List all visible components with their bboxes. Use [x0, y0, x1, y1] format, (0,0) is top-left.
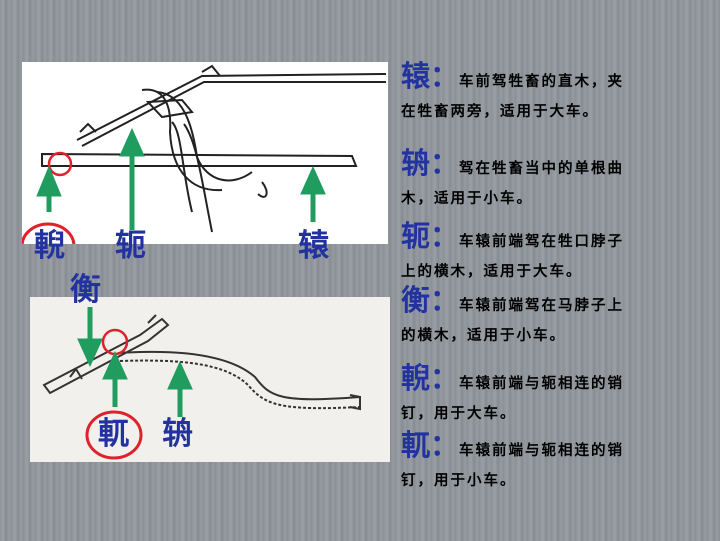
arrow-to-e: [119, 127, 145, 157]
definition-zhou: 辀：驾在牲畜当中的单根曲 木，适用于小车。: [401, 149, 716, 214]
ni-label-highlight: [22, 222, 76, 244]
ni-peg-highlight: [47, 151, 73, 177]
definition-desc-line1: 车前驾牲畜的直木，夹: [459, 74, 625, 90]
definition-term: 辕：: [401, 59, 460, 93]
definition-ni: 輗：车辕前端与轭相连的销 钉，用于大车。: [401, 364, 716, 429]
label-ni: 輗: [34, 228, 65, 264]
definition-desc-line2: 木，适用于小车。: [401, 191, 533, 207]
definition-desc-line1: 车辕前端驾在牲口脖子: [459, 234, 625, 250]
definition-desc-line2: 的横木，适用于小车。: [401, 328, 566, 344]
label-e: 轭: [115, 228, 146, 264]
definition-desc-line1: 驾在牲畜当中的单根曲: [459, 161, 625, 177]
definition-term: 輗：: [401, 361, 460, 395]
definition-yuan: 辕：车前驾牲畜的直木，夹 在牲畜两旁，适用于大车。: [401, 62, 716, 127]
definition-desc-line1: 车辕前端驾在马脖子上: [459, 298, 625, 314]
definition-term: 辀：: [401, 146, 460, 180]
definition-term: 軏：: [401, 428, 460, 462]
label-heng: 衡: [70, 272, 101, 308]
arrow-to-yuan: [300, 165, 326, 195]
definition-desc-line1: 车辕前端与轭相连的销: [459, 376, 625, 392]
big-cart-illustration: [22, 62, 388, 244]
label-zhou: 辀: [162, 416, 193, 452]
arrow-to-zhou: [167, 360, 193, 390]
yue-label-highlight: [85, 410, 143, 460]
arrow-to-yue: [102, 350, 128, 380]
definition-desc-line1: 车辕前端与轭相连的销: [459, 443, 625, 459]
yue-peg-highlight: [101, 328, 129, 356]
definition-desc-line2: 钉，用于小车。: [401, 473, 517, 489]
definition-e: 轭：车辕前端驾在牲口脖子 上的横木，适用于大车。: [401, 222, 716, 287]
definition-heng: 衡：车辕前端驾在马脖子上 的横木，适用于小车。: [401, 286, 716, 351]
small-cart-sketch: [42, 307, 361, 460]
small-cart-illustration: [30, 297, 390, 462]
label-yuan: 辕: [298, 228, 329, 264]
big-cart-sketch: [22, 64, 387, 244]
definition-yue: 軏：车辕前端与轭相连的销 钉，用于小车。: [401, 431, 716, 496]
definition-desc-line2: 钉，用于大车。: [401, 406, 517, 422]
arrow-to-heng: [77, 338, 103, 368]
arrow-to-ni: [36, 165, 62, 197]
definition-term: 轭：: [401, 219, 460, 253]
definition-desc-line2: 在牲畜两旁，适用于大车。: [401, 104, 599, 120]
definition-desc-line2: 上的横木，适用于大车。: [401, 264, 583, 280]
label-yue: 軏: [98, 416, 129, 452]
definition-term: 衡：: [401, 283, 460, 317]
